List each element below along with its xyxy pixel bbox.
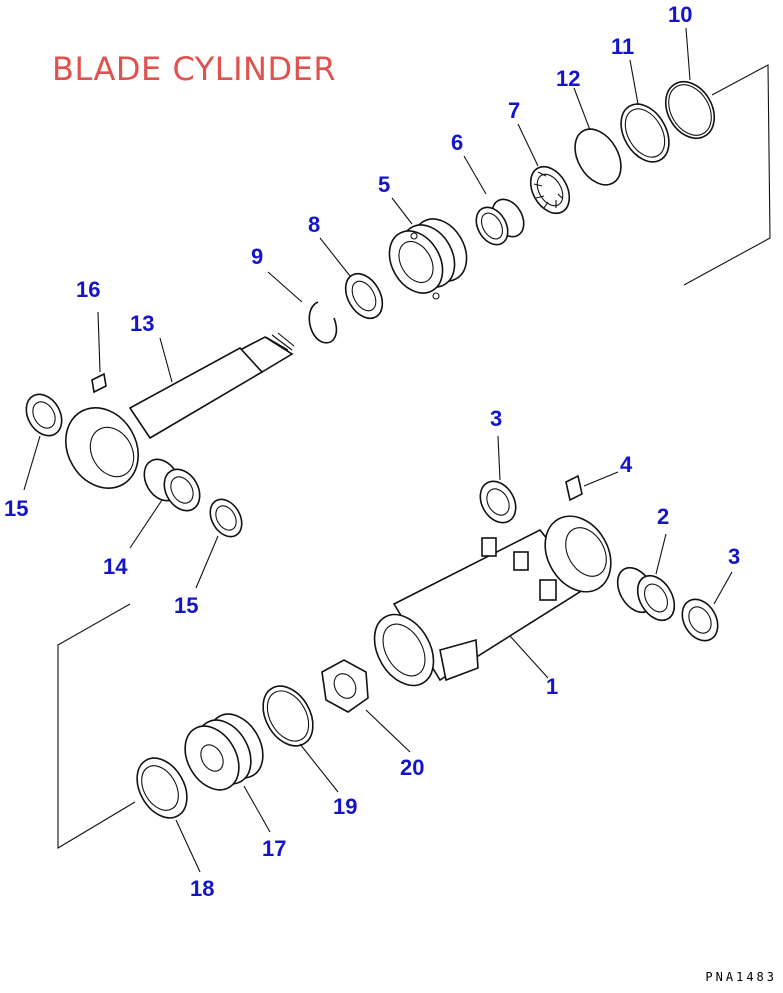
part-number-18: 18 <box>190 876 215 901</box>
part-14-bushing <box>143 458 201 512</box>
part-number-7: 7 <box>508 98 521 123</box>
assembly-frame-lines <box>57 64 771 849</box>
part-13-piston-rod <box>65 332 295 489</box>
part-number-2: 2 <box>657 504 670 529</box>
part-9-snap-ring <box>308 301 338 344</box>
part-12-ring <box>574 128 622 186</box>
part-2-bushing <box>616 566 676 622</box>
part-number-3-upper: 3 <box>490 406 503 431</box>
part-number-20: 20 <box>400 755 425 780</box>
diagram-title: BLADE CYLINDER <box>52 50 337 88</box>
part-number-15-left: 15 <box>4 496 29 521</box>
part-3-bushing-upper <box>479 480 517 524</box>
part-number-13: 13 <box>130 311 155 336</box>
part-6-bushing <box>475 198 525 246</box>
part-8-ring <box>344 272 384 320</box>
part-number-12: 12 <box>556 66 581 91</box>
leader-lines <box>23 27 733 873</box>
part-number-1: 1 <box>546 674 559 699</box>
part-number-14: 14 <box>103 554 128 579</box>
part-number-9: 9 <box>251 244 264 269</box>
part-number-6: 6 <box>451 130 464 155</box>
part-15-bushing-left <box>25 393 63 437</box>
part-number-5: 5 <box>378 172 391 197</box>
part-18-ring <box>136 757 188 819</box>
part-15-bushing-right <box>209 498 243 538</box>
part-number-11: 11 <box>611 34 635 59</box>
part-number-3-right: 3 <box>728 544 741 569</box>
part-19-ring <box>262 685 314 747</box>
part-11-ring <box>620 103 670 163</box>
part-number-4: 4 <box>620 452 633 477</box>
part-20-nut <box>321 659 369 713</box>
part-number-15-right: 15 <box>174 593 199 618</box>
part-10-ring <box>664 80 716 140</box>
part-1-cylinder-tube <box>373 515 612 687</box>
part-number-17: 17 <box>262 836 287 861</box>
drawing-code: PNA1483 <box>705 970 777 984</box>
part-number-19: 19 <box>333 794 358 819</box>
part-7-bearing <box>529 165 571 215</box>
part-3-bushing-right <box>681 598 719 642</box>
part-number-16: 16 <box>76 277 101 302</box>
part-16-grease-fitting <box>91 311 107 394</box>
part-number-8: 8 <box>308 212 321 237</box>
part-17-piston <box>184 713 264 791</box>
part-4-grease-fitting <box>565 474 583 502</box>
part-number-10: 10 <box>668 2 693 27</box>
part-5-cylinder-head <box>388 218 468 300</box>
